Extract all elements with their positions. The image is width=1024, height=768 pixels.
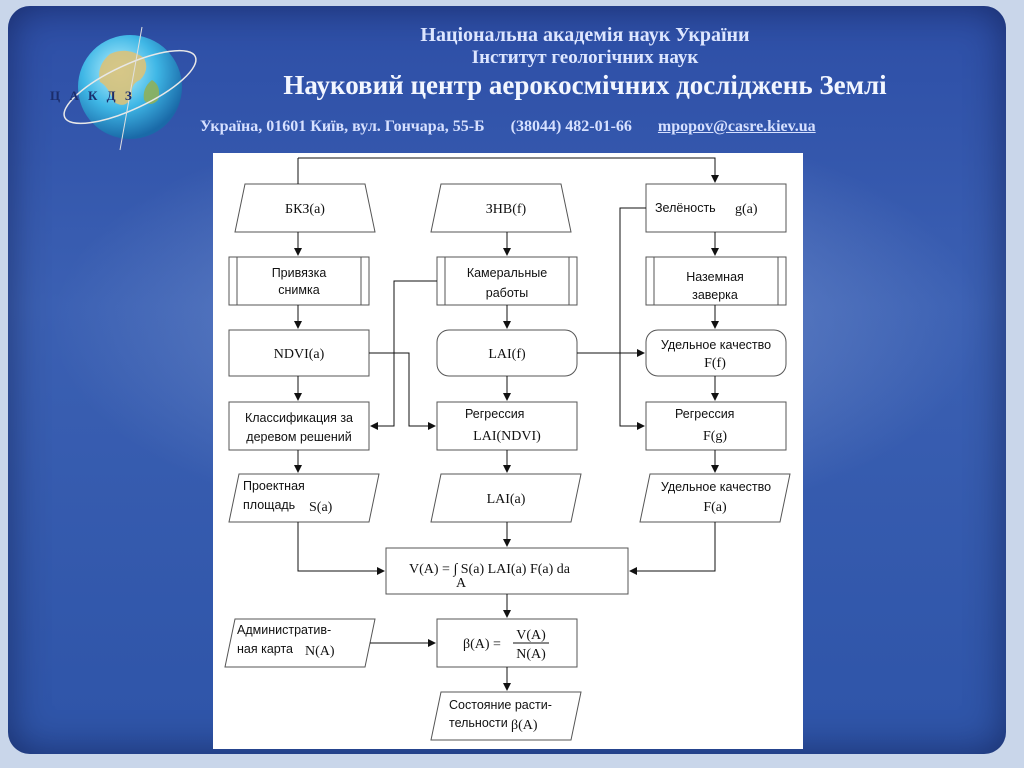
lai-f-label: LAI(f) (488, 347, 526, 362)
state-line2: тельности (449, 716, 508, 730)
classification-line2: деревом решений (246, 430, 351, 444)
header-center: Науковий центр аерокосмічних досліджень … (283, 70, 887, 100)
quality-f-label: Удельное качество (661, 338, 771, 352)
lai-a-node (430, 473, 582, 523)
area-line2: площадь (243, 498, 295, 512)
globe-icon: Ц А К Д З (50, 26, 197, 151)
classification-node (228, 401, 370, 451)
beta-numerator: V(A) (516, 628, 546, 643)
volume-subscript: A (456, 576, 467, 591)
binding-node (228, 256, 370, 306)
regression-g-node (645, 401, 787, 451)
znv-label: ЗНВ(f) (486, 202, 527, 217)
state-line1: Состояние расти- (449, 698, 552, 712)
regression-lai-formula: LAI(NDVI) (473, 429, 541, 444)
header-academy: Національна академія наук України (420, 24, 750, 46)
regression-lai-node (436, 401, 578, 451)
greenness-label: Зелёность (655, 201, 716, 215)
bkz-label: БКЗ(a) (285, 202, 325, 217)
header-institute: Інститут геологічних наук (471, 47, 699, 68)
beta-node (436, 618, 578, 668)
state-node (430, 691, 582, 741)
greenness-formula: g(a) (735, 202, 758, 217)
address-text: Україна, 01601 Київ, вул. Гончара, 55-Б (200, 118, 485, 135)
email-link[interactable]: mpopov@casre.kiev.ua (657, 118, 816, 135)
quality-a-node (639, 473, 791, 523)
camera-line2: работы (486, 286, 528, 300)
logo-letters: Ц А К Д З (50, 88, 135, 103)
ndvi-label: NDVI(a) (274, 347, 325, 362)
lai-a-label: LAI(a) (487, 492, 526, 507)
beta-denominator: N(A) (516, 647, 546, 662)
binding-line1: Привязка (272, 266, 327, 280)
quality-f-node (645, 329, 787, 377)
quality-a-formula: F(a) (703, 500, 727, 515)
flowchart-panel: БКЗ(a) ЗНВ(f) Зелёность g(a) Привязка сн… (213, 153, 803, 749)
ground-line1: Наземная (686, 270, 744, 284)
quality-f-formula: F(f) (704, 356, 726, 371)
admin-line1: Административ- (237, 623, 331, 637)
flow-connectors (294, 157, 719, 691)
admin-node (224, 618, 376, 668)
classification-line1: Классификация за (245, 411, 353, 425)
regression-g-label: Регрессия (675, 407, 734, 421)
phone-text: (38044) 482-01-66 (510, 118, 632, 135)
regression-lai-label: Регрессия (465, 407, 524, 421)
camera-node (436, 256, 578, 306)
beta-lhs: β(A) = (463, 637, 501, 652)
ground-node (645, 256, 787, 306)
area-node (228, 473, 380, 523)
volume-node (385, 547, 629, 595)
quality-a-label: Удельное качество (661, 480, 771, 494)
admin-formula: N(A) (305, 644, 335, 659)
regression-g-formula: F(g) (703, 429, 727, 444)
admin-line2: ная карта (237, 642, 293, 656)
camera-line1: Камеральные (467, 266, 547, 280)
znv-node (430, 183, 572, 233)
volume-formula: V(A) = ∫ S(a) LAI(a) F(a) da (409, 562, 571, 577)
bkz-node (234, 183, 376, 233)
binding-line2: снимка (278, 283, 319, 297)
ground-line2: заверка (692, 288, 738, 302)
area-line1: Проектная (243, 479, 305, 493)
contact-line: Україна, 01601 Київ, вул. Гончара, 55-Б … (200, 118, 816, 136)
area-formula: S(a) (309, 500, 333, 515)
state-formula: β(A) (511, 718, 538, 733)
